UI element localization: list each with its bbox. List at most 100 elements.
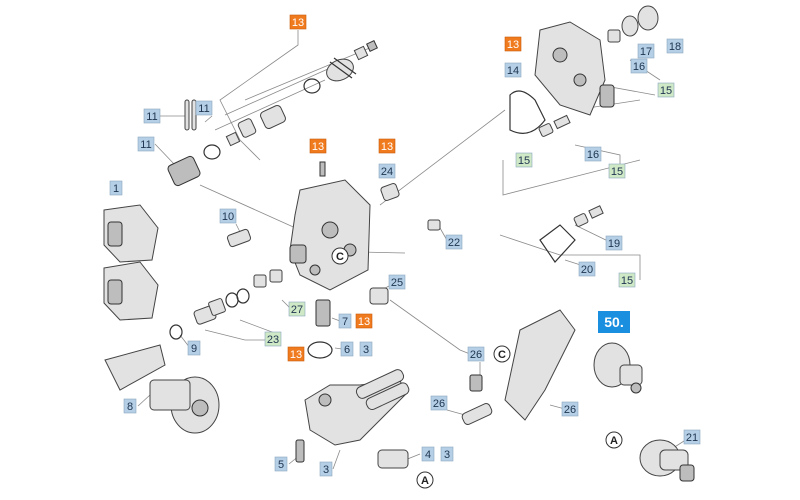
badge-text: 13 [312, 141, 324, 153]
badge-26[interactable]: 26 [430, 395, 448, 411]
badge-text: 3 [323, 464, 329, 476]
badge-10[interactable]: 10 [219, 208, 237, 224]
badge-3[interactable]: 3 [440, 446, 454, 462]
badge-box [504, 36, 522, 52]
badge-text: 1 [113, 183, 119, 195]
badge-15[interactable]: 15 [608, 163, 626, 179]
springs-right [538, 114, 604, 263]
badge-15[interactable]: 15 [515, 152, 533, 168]
badge-16[interactable]: 16 [630, 58, 648, 74]
badge-13[interactable]: 13 [289, 14, 307, 30]
badge-box [388, 274, 406, 290]
badge-text: 16 [587, 149, 599, 161]
badge-7[interactable]: 7 [338, 313, 352, 329]
badge-16[interactable]: 16 [584, 146, 602, 162]
badge-text: 11 [146, 111, 157, 123]
badge-3[interactable]: 3 [319, 461, 333, 477]
part-6-oring [307, 341, 333, 359]
badge-11[interactable]: 11 [137, 136, 155, 152]
badge-text: 13 [290, 349, 302, 361]
badge-13[interactable]: 13 [355, 313, 373, 329]
pump-head [289, 161, 371, 291]
badge-15[interactable]: 15 [657, 82, 675, 98]
badge-text: 19 [608, 238, 620, 250]
badge-box [666, 38, 684, 54]
part-24-cap [380, 183, 400, 201]
badge-text: 22 [448, 237, 460, 249]
badge-11[interactable]: 11 [143, 108, 161, 124]
badge-box [109, 180, 123, 196]
badge-23[interactable]: 23 [264, 331, 282, 347]
badge-11[interactable]: 11 [195, 100, 213, 116]
pump-block-right [509, 5, 659, 134]
badge-18[interactable]: 18 [666, 38, 684, 54]
badge-4[interactable]: 4 [421, 446, 435, 462]
badge-13[interactable]: 13 [309, 138, 327, 154]
part-9-oring [169, 324, 183, 340]
badge-box [657, 82, 675, 98]
badge-box [445, 234, 463, 250]
badge-3[interactable]: 3 [359, 341, 373, 357]
badge-text: 13 [292, 17, 304, 29]
badge-6[interactable]: 6 [340, 341, 354, 357]
bottom-manifold [295, 369, 410, 469]
badge-box [378, 163, 396, 179]
badge-26[interactable]: 26 [561, 401, 579, 417]
badge-17[interactable]: 17 [637, 43, 655, 59]
badge-box [637, 43, 655, 59]
ref-marker-c: C [493, 345, 511, 363]
badge-text: 14 [507, 65, 519, 77]
badge-box [340, 341, 354, 357]
badge-text: 26 [564, 404, 576, 416]
ref-marker-text: A [421, 475, 429, 487]
badge-13[interactable]: 13 [287, 346, 305, 362]
badge-text: 24 [381, 166, 393, 178]
badge-26[interactable]: 26 [467, 346, 485, 362]
badge-text: 11 [198, 103, 209, 115]
badge-box [123, 398, 137, 414]
badge-box [359, 341, 373, 357]
badge-text: 18 [669, 41, 681, 53]
badge-text: 20 [581, 264, 593, 276]
badge-19[interactable]: 19 [605, 235, 623, 251]
parts [103, 5, 695, 482]
highlight-label-50[interactable]: 50. [598, 311, 630, 333]
ref-marker-a: A [416, 471, 434, 489]
part-21-coupler [639, 439, 695, 482]
badge-27[interactable]: 27 [288, 301, 306, 317]
badge-8[interactable]: 8 [123, 398, 137, 414]
badge-box [287, 346, 305, 362]
highlight-text: 50. [604, 314, 623, 330]
badge-9[interactable]: 9 [187, 340, 201, 356]
badge-text: 26 [470, 349, 482, 361]
badge-1[interactable]: 1 [109, 180, 123, 196]
badge-text: 15 [518, 155, 530, 167]
badge-5[interactable]: 5 [274, 456, 288, 472]
ref-marker-circle [331, 247, 349, 265]
ref-marker-circle [416, 471, 434, 489]
badge-13[interactable]: 13 [378, 138, 396, 154]
badge-box [421, 446, 435, 462]
badge-box [143, 108, 161, 124]
ref-marker-text: C [336, 251, 344, 263]
badge-box [467, 346, 485, 362]
badge-box [309, 138, 327, 154]
badge-14[interactable]: 14 [504, 62, 522, 78]
badge-text: 13 [381, 141, 393, 153]
badge-24[interactable]: 24 [378, 163, 396, 179]
ref-marker-circle [493, 345, 511, 363]
badge-15[interactable]: 15 [618, 272, 636, 288]
badge-20[interactable]: 20 [578, 261, 596, 277]
badge-box [430, 395, 448, 411]
badge-box [187, 340, 201, 356]
badge-text: 15 [611, 166, 623, 178]
part-26-bracket [461, 309, 576, 425]
badge-22[interactable]: 22 [445, 234, 463, 250]
part-23-fittings [193, 269, 283, 325]
badge-box [605, 235, 623, 251]
badge-25[interactable]: 25 [388, 274, 406, 290]
badge-box [683, 429, 701, 445]
badge-text: 27 [291, 304, 303, 316]
badge-21[interactable]: 21 [683, 429, 701, 445]
badge-13[interactable]: 13 [504, 36, 522, 52]
